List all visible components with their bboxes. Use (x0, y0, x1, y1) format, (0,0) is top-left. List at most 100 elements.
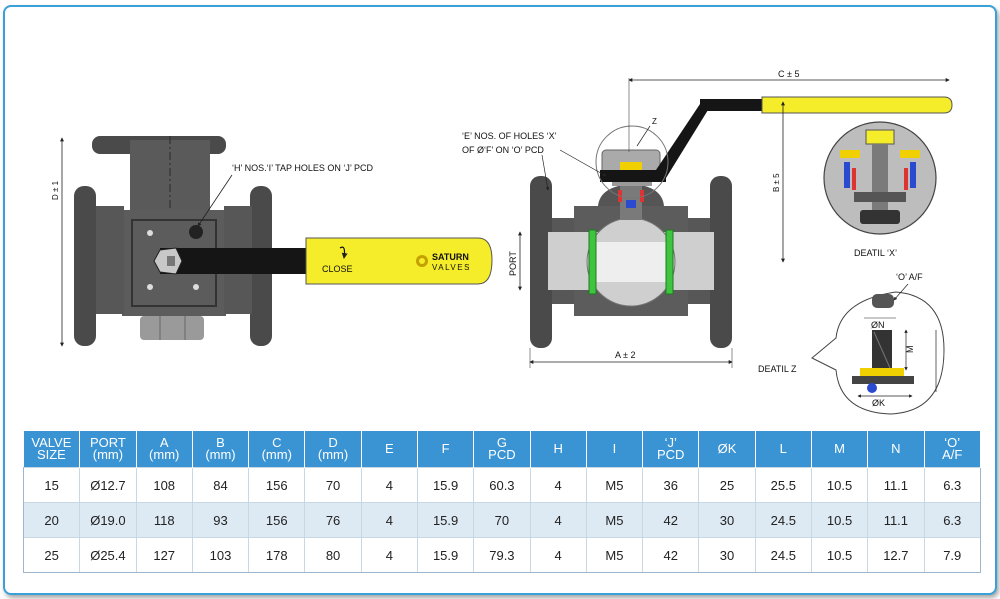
table-cell: 10.5 (811, 467, 869, 503)
table-cell: 103 (192, 537, 250, 573)
column-header-text: ØK (717, 441, 737, 456)
table-cell: 4 (361, 537, 418, 573)
z-marker: Z (652, 117, 657, 126)
table-cell: 11.1 (867, 467, 925, 503)
column-header-text: N (891, 441, 901, 456)
column-header-text: (mm) (317, 447, 349, 462)
detail-z-label: DEATIL Z (758, 364, 797, 374)
table-cell: Ø12.7 (79, 467, 137, 503)
port-label: PORT (508, 251, 518, 276)
table-cell: 6.3 (924, 502, 981, 538)
column-header-text: SIZE (36, 447, 66, 462)
b-dimension-label: B ± 5 (772, 173, 781, 192)
column-header: H (530, 431, 587, 468)
seat-left (588, 229, 597, 295)
valve-drawing: CLOSE SATURN VALVES D ± 1 ‘H’ NOS.‘I’ TA… (51, 69, 953, 415)
table-cell: 24.5 (755, 537, 812, 573)
table-cell: Ø25.4 (79, 537, 137, 573)
table-cell: 156 (248, 467, 306, 503)
column-header-text: L (779, 441, 787, 456)
table-cell: M5 (586, 502, 644, 538)
m-dimension-label: M (905, 346, 915, 354)
table-cell: M5 (586, 467, 644, 503)
inlet-flange (530, 176, 552, 348)
section-handle-arm (656, 104, 708, 178)
column-header-text: (mm) (205, 447, 236, 462)
column-header-text: G (496, 435, 507, 450)
section-handle-base (600, 170, 666, 182)
column-header-text: PCD (657, 447, 685, 462)
table-cell: 118 (136, 502, 193, 538)
holes-label-line1: ‘E’ NOS. OF HOLES ‘X’ (462, 131, 557, 141)
detail-x: DEATIL ‘X’ (823, 121, 937, 258)
column-header-text: B (216, 435, 225, 450)
holes-label-line2: OF Ø‘F’ ON ‘O’ PCD (462, 145, 544, 155)
table-cell: 79.3 (473, 537, 531, 573)
section-handle-grip (761, 96, 953, 114)
column-header: A(mm) (136, 431, 193, 468)
column-header-text: (mm) (261, 447, 292, 462)
column-header-text: ‘J’ (664, 435, 677, 450)
table-cell: 24.5 (755, 502, 812, 538)
table-cell: 42 (642, 537, 700, 573)
table-cell: 84 (192, 467, 250, 503)
seat-right (665, 229, 674, 295)
handle-black (160, 248, 310, 274)
column-header-text: I (612, 441, 617, 456)
table-cell: M5 (586, 537, 644, 573)
table-cell: 127 (136, 537, 193, 573)
column-header-text: A/F (942, 447, 963, 462)
table-cell: 30 (698, 502, 756, 538)
table-cell: 4 (530, 502, 587, 538)
table-cell: Ø19.0 (79, 502, 137, 538)
table-cell: 4 (361, 502, 418, 538)
c-dimension-label: C ± 5 (778, 69, 799, 79)
brand-subtitle: VALVES (432, 263, 471, 272)
column-header-text: PORT (89, 435, 126, 450)
column-header: B(mm) (192, 431, 250, 468)
column-header-text: M (834, 441, 845, 456)
column-header: F (417, 431, 475, 468)
bolt (189, 225, 203, 239)
table-cell: 93 (192, 502, 250, 538)
table-cell: 76 (304, 502, 362, 538)
table-cell: 156 (248, 502, 306, 538)
table-cell: 70 (304, 467, 362, 503)
table-cell: 70 (473, 502, 531, 538)
table-cell: 11.1 (867, 502, 925, 538)
table-cell: 25 (22, 537, 81, 573)
top-view: CLOSE SATURN VALVES D ± 1 ‘H’ NOS.‘I’ TA… (51, 136, 493, 347)
table-cell: 20 (22, 502, 81, 538)
column-header: ‘J’PCD (642, 431, 700, 468)
detail-x-label: DEATIL ‘X’ (854, 248, 897, 258)
d-dimension-label: D ± 1 (51, 180, 60, 200)
detail-z: ØN M ØK ‘O’ A/F DEATIL Z (758, 272, 945, 415)
column-header: ØK (698, 431, 756, 468)
column-header-text: ‘O’ (944, 435, 961, 450)
column-header: C(mm) (248, 431, 306, 468)
column-header-text: A (159, 435, 169, 450)
table-cell: 15 (22, 467, 81, 503)
column-header-text: PCD (488, 447, 516, 462)
table-cell: 178 (248, 537, 306, 573)
table-cell: 10.5 (811, 502, 869, 538)
table-cell: 7.9 (924, 537, 981, 573)
table-cell: 60.3 (473, 467, 531, 503)
table-cell: 12.7 (867, 537, 925, 573)
column-header: PORT(mm) (79, 431, 137, 468)
outlet-flange (710, 176, 732, 348)
tap-holes-label: ‘H’ NOS.‘I’ TAP HOLES ON ‘J’ PCD (232, 163, 374, 173)
table-cell: 42 (642, 502, 700, 538)
left-flange (74, 186, 96, 346)
column-header-text: H (553, 441, 563, 456)
column-header-text: C (272, 435, 282, 450)
n-dimension-label: ØN (871, 320, 885, 330)
column-header-text: D (328, 435, 338, 450)
